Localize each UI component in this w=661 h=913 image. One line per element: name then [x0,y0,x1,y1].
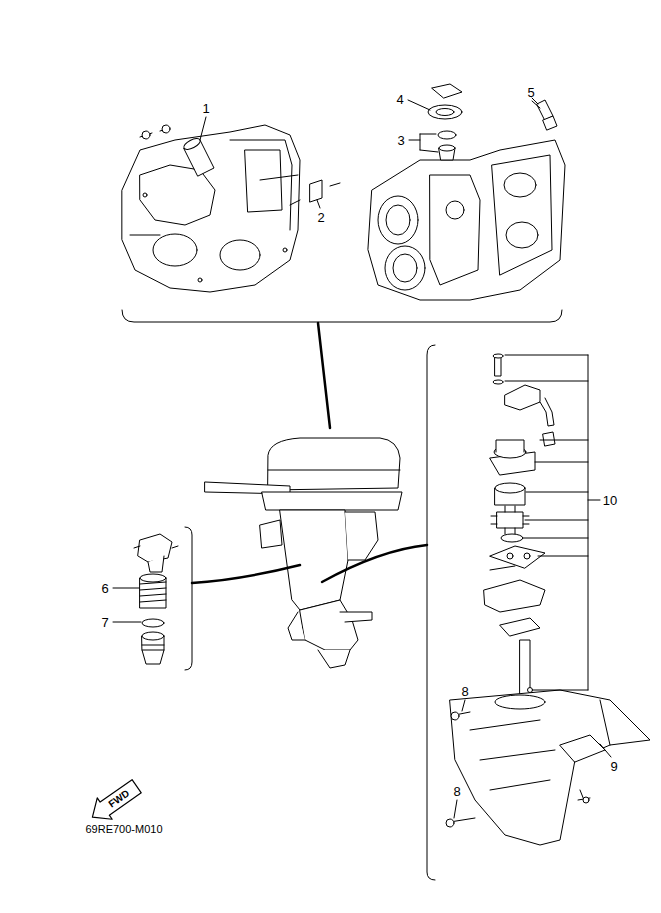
callout-number: 6 [101,582,108,595]
group-bracket [427,345,435,880]
callout-number: 8 [453,785,460,798]
part-thermostat [428,84,462,160]
callout-number: 5 [527,86,534,99]
leader-lines [454,355,611,818]
crankcase [122,125,300,292]
leader-lines [113,588,141,622]
drawing-code: 69RE700-M010 [85,824,162,835]
part-sensor [532,98,557,130]
callout-number: 7 [101,616,108,629]
group-bracket [185,527,192,670]
group-link [192,565,300,583]
callout-number: 8 [461,685,468,698]
gearcase [450,690,650,845]
callout-number: 10 [603,494,617,507]
group-bracket [122,310,562,322]
cylinder-block [368,140,565,300]
part-o-ring [142,619,164,627]
part-plate [310,180,340,202]
outboard-motor [205,438,402,668]
callout-number: 9 [610,760,617,773]
screws [446,712,475,827]
water-pump-parts [484,354,555,700]
callout-number: 3 [397,134,404,147]
direction-arrow [85,776,144,828]
callout-number: 2 [317,211,324,224]
part-spring [140,574,166,608]
part-pin [140,125,214,176]
callout-number: 4 [396,93,403,106]
anode [560,735,605,803]
callout-number: 1 [202,102,209,115]
group-link [322,545,427,582]
group-link [318,323,330,428]
part-fitting [134,534,178,572]
part-plug [142,632,164,664]
leader-lines [200,100,540,208]
